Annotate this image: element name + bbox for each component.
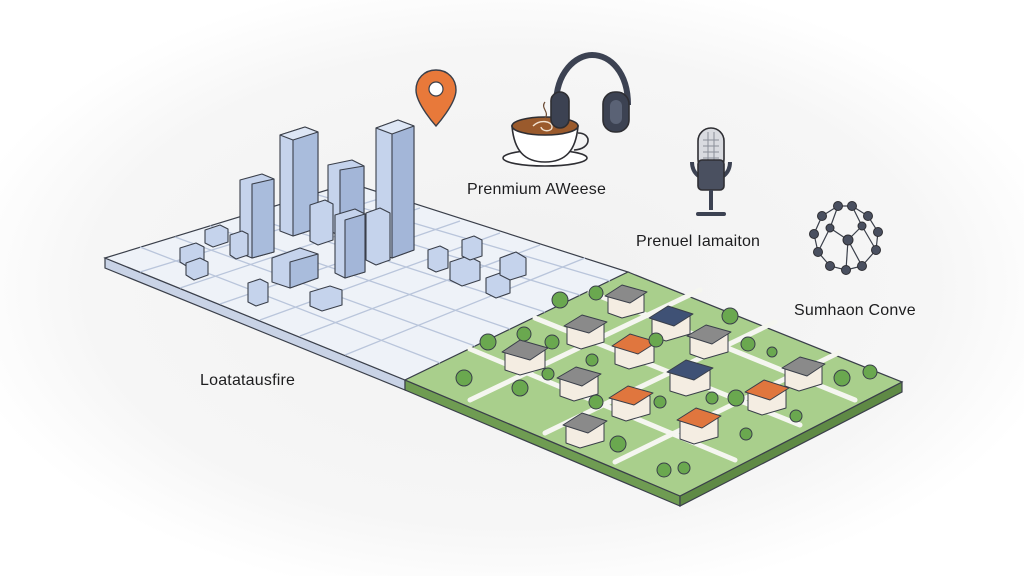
house [604, 284, 648, 319]
house [556, 366, 602, 402]
label-microphone: Prenuel Iamaiton [636, 233, 761, 250]
house [676, 407, 722, 445]
house [562, 412, 608, 449]
headphones-icon [550, 51, 631, 133]
house [648, 305, 694, 342]
map-pin-icon [415, 69, 457, 128]
house [501, 339, 549, 376]
house [781, 356, 826, 392]
network-graph-icon [809, 201, 883, 275]
suburb-houses [501, 284, 826, 449]
house [611, 333, 658, 370]
house [666, 359, 714, 397]
label-location: Loatatausfire [200, 372, 296, 389]
map-tile [103, 182, 904, 507]
house [686, 324, 732, 360]
house [563, 314, 608, 350]
suburb-trees [455, 285, 878, 478]
label-coffee-audio: Prenmium AWeese [467, 181, 607, 198]
house [608, 385, 654, 422]
city-buildings [179, 119, 527, 312]
microphone-icon [690, 127, 732, 216]
suburb-tile-top [403, 271, 904, 497]
label-network: Sumhaon Conve [794, 302, 916, 319]
house [744, 379, 790, 416]
